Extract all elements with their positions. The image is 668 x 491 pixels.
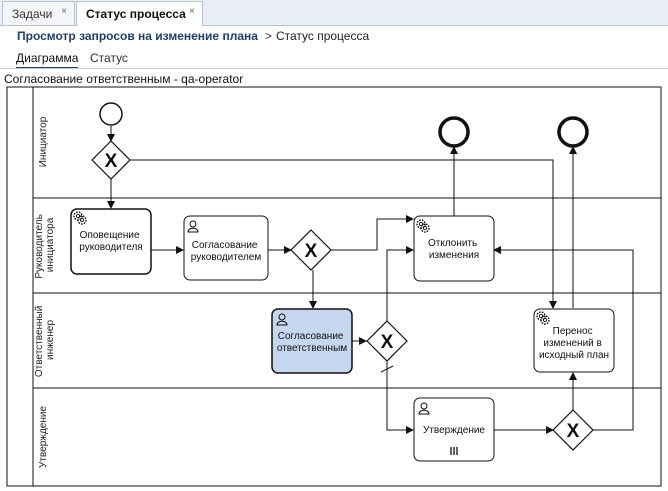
task-responsible-approval[interactable]: Согласование ответственным [271,308,353,374]
breadcrumb-link[interactable]: Просмотр запросов на изменение плана [17,29,258,43]
tab-tasks[interactable]: Задачи × [2,1,75,25]
svg-text:X: X [305,241,318,262]
task-transfer-changes[interactable]: Перенос изменений в исходный план [533,308,615,373]
divider [0,68,668,69]
exclusive-gateway: X [91,140,131,180]
breadcrumb-separator: > [264,29,272,43]
tab-bar: Задачи × Статус процесса × [0,0,668,26]
exclusive-gateway: X [290,229,332,271]
svg-text:Согласование руководител: Согласование руководителем [191,240,262,263]
svg-text:Отклонить изменения: Отклонить изменения [428,238,480,261]
svg-text:Оповещение руководителя: Оповещение руководителя [79,230,142,253]
close-icon[interactable]: × [189,6,195,17]
end-event [557,116,589,148]
diagram-title: Согласование ответственным - qa-operator [4,72,244,86]
exclusive-gateway: X [366,320,408,362]
tab-process-status[interactable]: Статус процесса × [76,1,203,26]
tab-process-status-label: Статус процесса [86,7,186,21]
task-approval[interactable]: Утверждение [413,397,495,462]
breadcrumb: Просмотр запросов на изменение плана >Ста… [17,29,369,43]
lane-label-manager: Руководитель инициатора [34,211,56,278]
tab-status[interactable]: Статус [90,51,128,65]
task-notify-manager[interactable]: Оповещение руководителя [70,208,152,275]
tab-tasks-label: Задачи [12,7,53,21]
breadcrumb-current: Статус процесса [275,29,370,43]
lane-label-approval: Утверждение [38,406,49,468]
end-event [438,116,470,148]
svg-text:Утверждение: Утверждение [423,425,485,436]
exclusive-gateway: X [552,409,594,451]
start-event [99,102,123,126]
svg-text:X: X [381,332,394,353]
close-icon[interactable]: × [61,6,67,17]
svg-text:X: X [567,421,580,442]
task-reject-changes[interactable]: Отклонить изменения [413,215,495,282]
multi-instance-icon [450,447,458,455]
svg-text:Согласование ответственн: Согласование ответственным [277,331,347,354]
task-manager-approval[interactable]: Согласование руководителем [183,215,269,281]
lane-label-initiator: Инициатор [38,116,49,167]
lane-label-engineer: Ответственный инженер [34,303,56,377]
sequence-flows [107,126,634,434]
svg-text:Перенос изменений в: Перенос изменений в исходный план [539,326,609,361]
svg-text:X: X [105,151,118,172]
